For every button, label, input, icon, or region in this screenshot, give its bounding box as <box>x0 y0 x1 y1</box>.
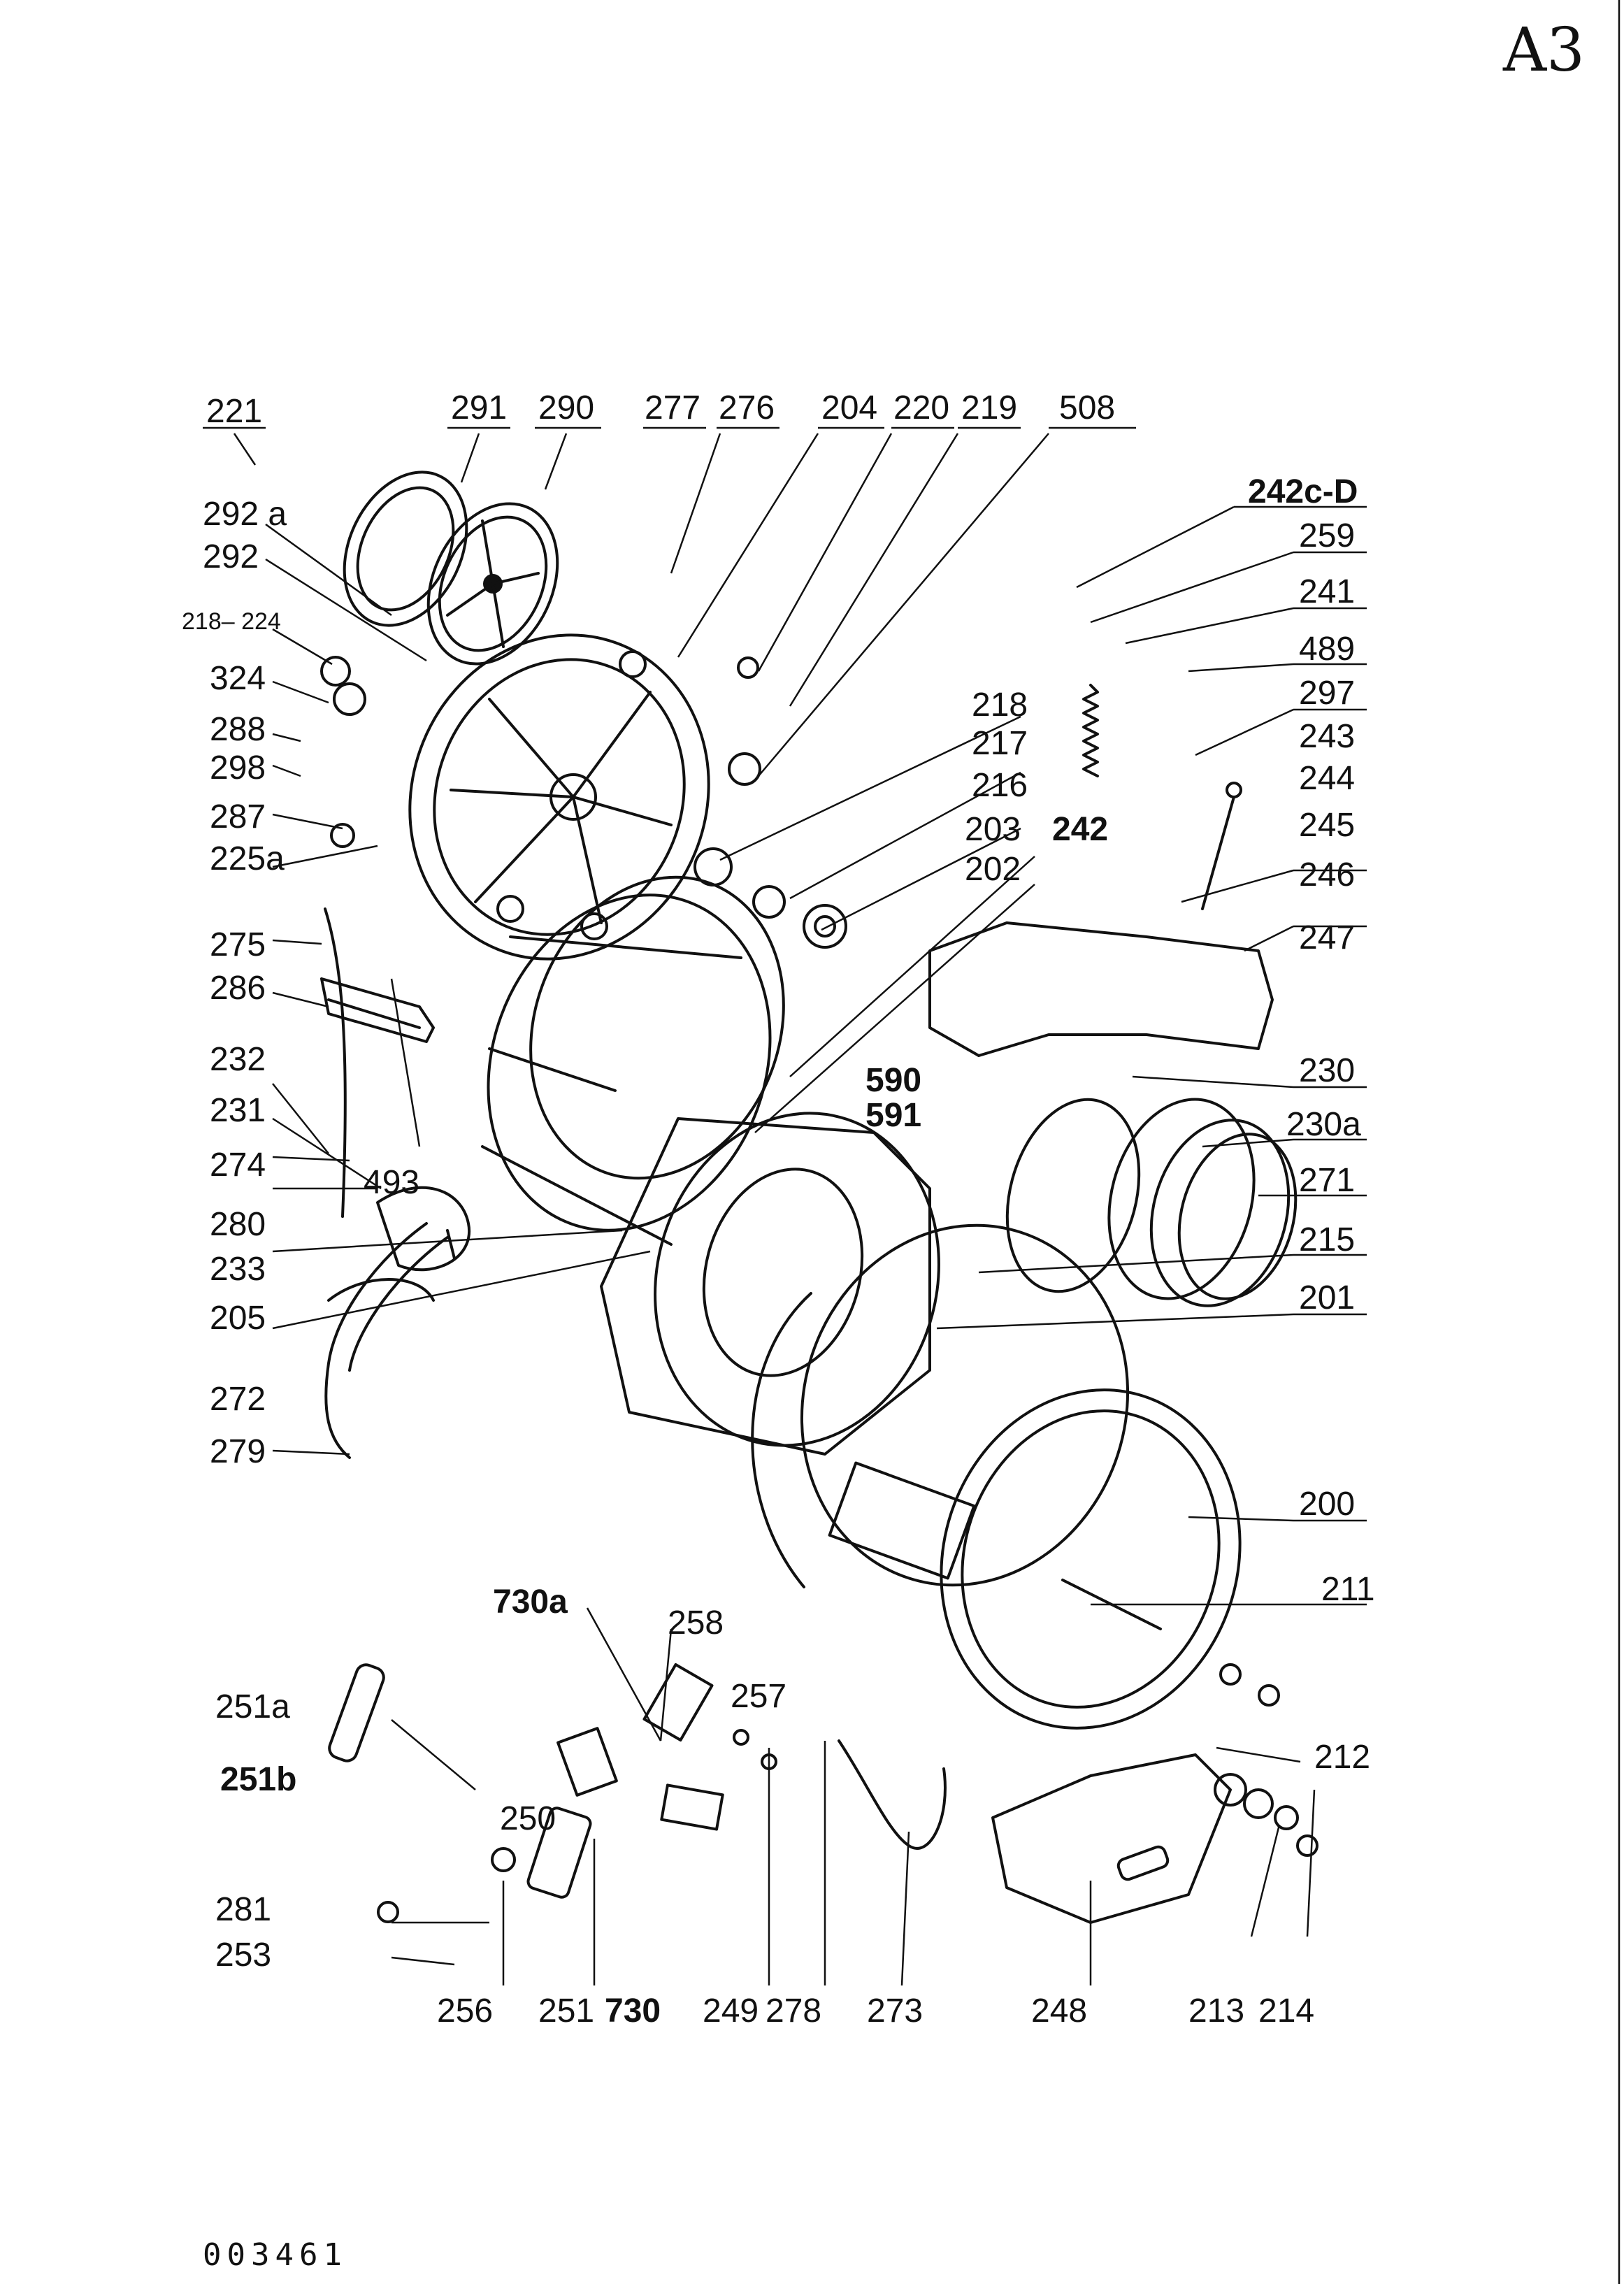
label-underlines <box>203 426 1367 1606</box>
drain-pump-coupling <box>327 1186 471 1302</box>
label-230a: 230a <box>1286 1106 1361 1143</box>
label-278: 278 <box>766 1992 822 2030</box>
label-292: 292 <box>203 538 259 575</box>
shock-absorber-rod <box>1201 782 1242 910</box>
label-245: 245 <box>1299 807 1356 844</box>
drain-hoses <box>324 907 456 1459</box>
label-243: 243 <box>1299 718 1356 755</box>
small-hardware-parts <box>328 1663 1318 1923</box>
label-271: 271 <box>1299 1162 1356 1199</box>
label-213: 213 <box>1188 1992 1245 2030</box>
label-242: 242 <box>1052 811 1109 848</box>
label-273: 273 <box>867 1992 924 2030</box>
label-220: 220 <box>893 389 950 426</box>
label-232: 232 <box>210 1041 266 1078</box>
label-276: 276 <box>719 389 775 426</box>
label-257: 257 <box>731 1678 787 1715</box>
label-244: 244 <box>1299 760 1356 797</box>
label-246: 246 <box>1299 856 1356 893</box>
label-230: 230 <box>1299 1052 1356 1089</box>
label-233: 233 <box>210 1251 266 1288</box>
label-211: 211 <box>1321 1571 1375 1608</box>
label-204: 204 <box>821 389 878 426</box>
label-241: 241 <box>1299 573 1356 610</box>
label-214: 214 <box>1258 1992 1315 2030</box>
label-730a: 730a <box>493 1583 568 1621</box>
front-counterweight <box>991 1753 1232 1924</box>
label-259: 259 <box>1299 517 1356 554</box>
label-216: 216 <box>972 767 1028 804</box>
label-258: 258 <box>668 1604 724 1642</box>
label-508: 508 <box>1059 389 1116 426</box>
label-251a: 251a <box>215 1688 290 1725</box>
label-202: 202 <box>965 851 1021 888</box>
label-215: 215 <box>1299 1221 1356 1258</box>
front-tub-shell <box>600 1112 940 1456</box>
label-277: 277 <box>645 389 701 426</box>
counterweight <box>928 921 1274 1057</box>
front-frame <box>800 1223 1242 1730</box>
label-288: 288 <box>210 711 266 748</box>
label-256: 256 <box>437 1992 494 2030</box>
label-275: 275 <box>210 926 266 963</box>
label-205: 205 <box>210 1300 266 1337</box>
label-219: 219 <box>961 389 1018 426</box>
label-249: 249 <box>703 1992 759 2030</box>
label-590: 590 <box>865 1062 922 1099</box>
label-489: 489 <box>1299 631 1356 668</box>
leader-lines <box>233 433 1316 1986</box>
label-493: 493 <box>364 1164 420 1201</box>
document-number: 003461 <box>203 2237 347 2273</box>
label-231: 231 <box>210 1092 266 1129</box>
suspension-spring <box>1082 684 1099 777</box>
label-203: 203 <box>965 811 1021 848</box>
label-274: 274 <box>210 1147 266 1184</box>
label-251: 251 <box>538 1992 595 2030</box>
label-272: 272 <box>210 1381 266 1418</box>
label-730: 730 <box>605 1992 661 2030</box>
label-248: 248 <box>1031 1992 1088 2030</box>
label-212: 212 <box>1314 1739 1371 1776</box>
door-seal-ring <box>1005 1098 1298 1307</box>
label-290: 290 <box>538 389 595 426</box>
heating-element <box>320 977 435 1043</box>
label-280: 280 <box>210 1206 266 1243</box>
label-218-224: 218– 224 <box>182 608 281 635</box>
label-253: 253 <box>215 1937 272 1974</box>
label-292a: 292 a <box>203 496 287 533</box>
label-291: 291 <box>451 389 508 426</box>
drum-pulley-wheels <box>343 471 559 666</box>
label-286: 286 <box>210 970 266 1007</box>
label-217: 217 <box>972 725 1028 762</box>
outer-tub-cylinder <box>481 875 785 1246</box>
label-200: 200 <box>1299 1486 1356 1523</box>
label-251b: 251b <box>220 1761 297 1798</box>
gasket-arc <box>751 1292 812 1588</box>
label-281: 281 <box>215 1891 272 1928</box>
label-242c-d: 242c-D <box>1248 473 1358 510</box>
label-201: 201 <box>1299 1279 1356 1316</box>
label-298: 298 <box>210 749 266 787</box>
label-324: 324 <box>210 660 266 697</box>
label-221: 221 <box>206 393 263 430</box>
label-287: 287 <box>210 798 266 835</box>
corner-sheet-label: A3 <box>1503 15 1585 85</box>
rear-tub-backplate <box>408 633 710 961</box>
label-591: 591 <box>865 1097 922 1134</box>
label-250: 250 <box>500 1800 556 1837</box>
label-218: 218 <box>972 687 1028 724</box>
label-297: 297 <box>1299 675 1356 712</box>
label-247: 247 <box>1299 919 1356 956</box>
label-279: 279 <box>210 1433 266 1470</box>
bearings-set <box>320 656 847 949</box>
label-225a: 225a <box>210 840 285 877</box>
pump-hose <box>838 1739 947 1850</box>
